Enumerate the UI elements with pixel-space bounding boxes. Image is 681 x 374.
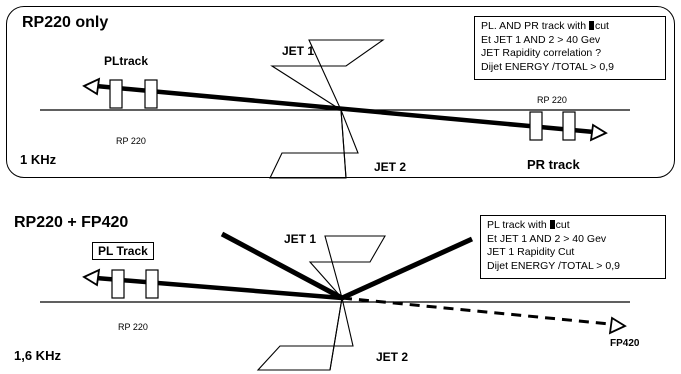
pl-arrowhead-top — [82, 77, 101, 96]
jet1-cone-bottom — [308, 235, 386, 299]
rp220-detector-left-1 — [109, 79, 123, 109]
rp220-detector-bottom-1 — [111, 269, 125, 299]
notes-line-1-top: PL. AND PR track with cut — [481, 20, 609, 32]
rp220-label-bottom: RP 220 — [118, 322, 148, 332]
jet1-cone-top — [270, 39, 385, 112]
rp220-detector-right-2 — [562, 111, 576, 141]
jet1-label-top: JET 1 — [282, 44, 315, 58]
proton-track-top — [95, 83, 595, 135]
selection-cuts-top: PL. AND PR track with cut Et JET 1 AND 2… — [474, 16, 666, 80]
rp220-label-right-top: RP 220 — [537, 95, 567, 105]
notes-line-2-top: Et JET 1 AND 2 > 40 Gev — [481, 33, 601, 46]
pl-track-label-bottom: PL Track — [92, 242, 154, 260]
proton-track-bottom — [95, 275, 343, 301]
jet1-label-bottom: JET 1 — [284, 232, 317, 246]
selection-cuts-bottom: PL track with cut Et JET 1 AND 2 > 40 Ge… — [480, 215, 666, 279]
rp220-label-left-top: RP 220 — [116, 136, 146, 146]
fp420-arrowhead — [608, 316, 627, 335]
pl-arrowhead-bottom — [82, 268, 101, 287]
fp420-track — [341, 296, 611, 326]
jet2-cone-bottom — [256, 297, 354, 371]
notes-line-2-bottom: Et JET 1 AND 2 > 40 Gev — [487, 232, 607, 245]
notes-line-1-bottom: PL track with cut — [487, 219, 570, 231]
jet-spray-right — [340, 236, 474, 301]
rp220-detector-left-2 — [144, 79, 158, 109]
notes-line-3-bottom: JET 1 Rapidity Cut — [487, 246, 575, 258]
frequency-bottom: 1,6 KHz — [14, 348, 61, 363]
rp220-detector-bottom-2 — [145, 269, 159, 299]
pr-arrowhead-top — [589, 123, 608, 142]
pl-track-label-top: PLtrack — [104, 54, 149, 68]
jet2-label-top: JET 2 — [374, 160, 407, 174]
panel-title-bottom: RP220 + FP420 — [14, 214, 129, 231]
cut-marker-icon — [588, 21, 594, 30]
panel-title-top: RP220 only — [22, 14, 109, 31]
pr-track-label-top: PR track — [527, 157, 580, 172]
notes-line-4-bottom: Dijet ENERGY /TOTAL > 0,9 — [487, 259, 620, 272]
jet-spray-left — [220, 231, 344, 301]
jet2-label-bottom: JET 2 — [376, 350, 409, 364]
fp420-label: FP420 — [610, 338, 640, 349]
notes-line-4-top: Dijet ENERGY /TOTAL > 0,9 — [481, 60, 614, 73]
rp220-detector-right-1 — [529, 111, 543, 141]
frequency-top: 1 KHz — [20, 152, 57, 167]
notes-line-3-top: JET Rapidity correlation ? — [481, 47, 602, 59]
cut-marker-icon — [549, 220, 555, 229]
